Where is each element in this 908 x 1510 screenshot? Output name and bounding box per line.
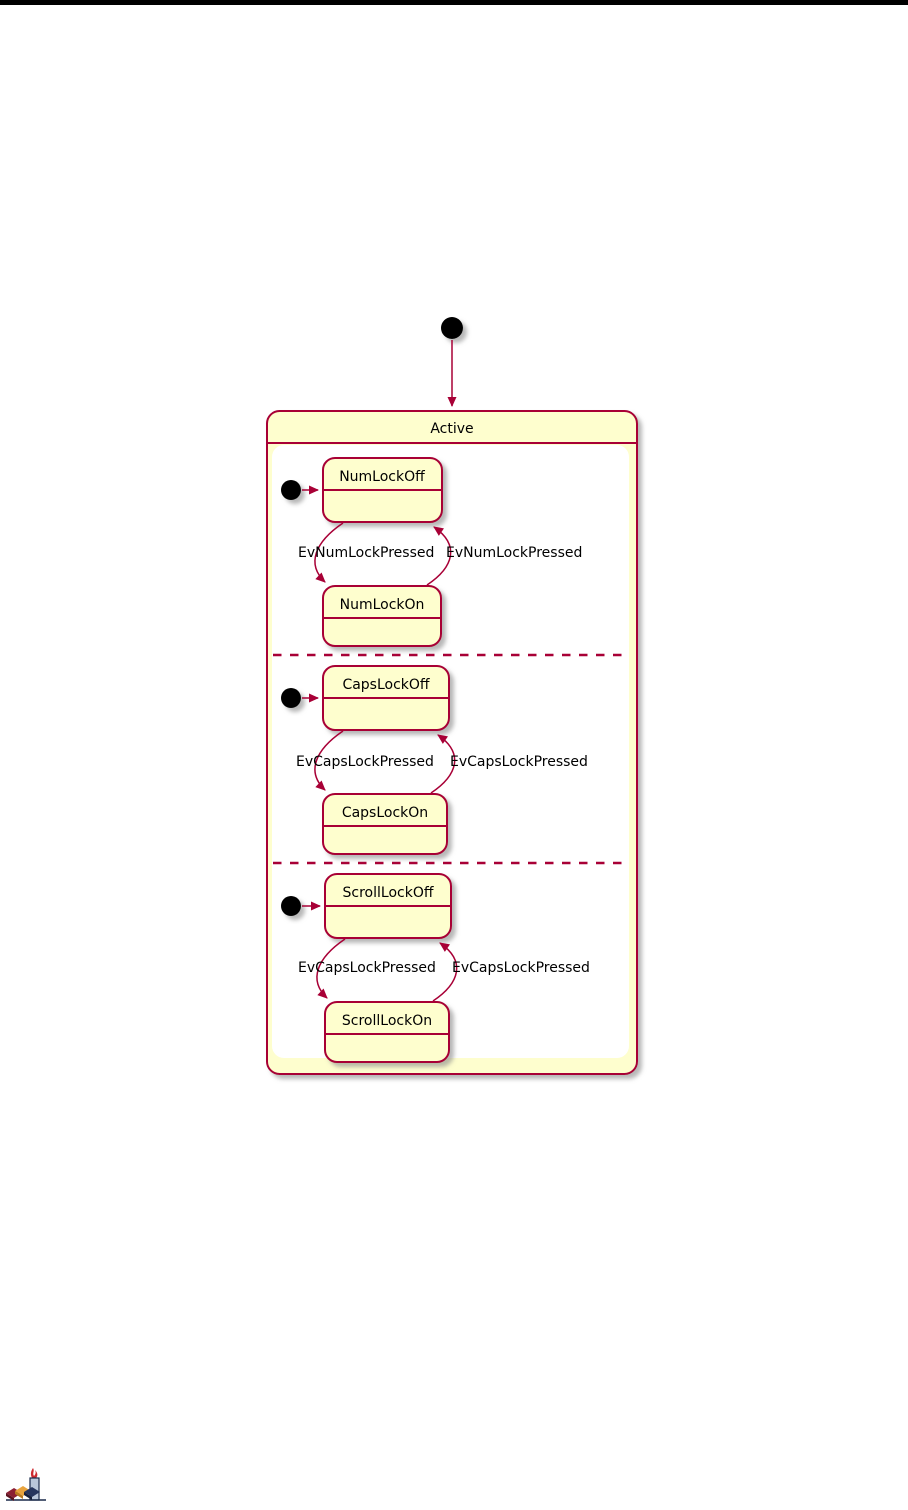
transition-arrow-off-to-on — [314, 730, 344, 791]
state-capslockon: CapsLockOn — [322, 793, 448, 855]
state-capslockoff: CapsLockOff — [322, 665, 450, 731]
transition-arrow-off-to-on — [316, 938, 346, 999]
transition-label: EvCapsLockPressed — [296, 754, 434, 770]
transition-label: EvCapsLockPressed — [450, 754, 588, 770]
state-scrolllockoff: ScrollLockOff — [324, 873, 452, 939]
transition-arrow-off-to-on — [314, 522, 344, 583]
transition-label: EvCapsLockPressed — [452, 960, 590, 976]
initial-state-dot — [281, 896, 301, 916]
transition-label: EvNumLockPressed — [446, 545, 582, 561]
initial-state-dot — [281, 688, 301, 708]
region-capslock: CapsLockOff CapsLockOn EvCapsLockPressed… — [281, 665, 588, 855]
state-numlockon: NumLockOn — [322, 585, 442, 647]
transition-arrow-on-to-off — [426, 526, 452, 586]
state-name: ScrollLockOff — [343, 885, 434, 901]
transition-label: EvNumLockPressed — [298, 545, 434, 561]
state-name: NumLockOff — [339, 469, 425, 485]
top-black-bar — [0, 0, 908, 5]
roof-yellow-side — [15, 1491, 23, 1499]
state-name: CapsLockOff — [342, 677, 429, 693]
state-numlockoff: NumLockOff — [322, 457, 443, 523]
composite-state-title: Active — [430, 421, 473, 437]
transition-arrow-on-to-off — [432, 942, 458, 1002]
plantuml-factory-logo-icon — [6, 1468, 46, 1501]
flame-icon — [30, 1468, 38, 1478]
state-name: ScrollLockOn — [342, 1013, 432, 1029]
roof-red-side — [6, 1493, 14, 1501]
region-scrolllock: ScrollLockOff ScrollLockOn EvCapsLockPre… — [281, 873, 590, 1063]
state-name: CapsLockOn — [342, 805, 428, 821]
transition-label: EvCapsLockPressed — [298, 960, 436, 976]
state-scrolllockon: ScrollLockOn — [324, 1001, 450, 1063]
initial-state-dot — [441, 317, 463, 339]
transition-arrow-on-to-off — [430, 734, 456, 794]
initial-state-dot — [281, 480, 301, 500]
roof-blue-side — [24, 1492, 32, 1500]
state-name: NumLockOn — [340, 597, 425, 613]
region-numlock: NumLockOff NumLockOn EvNumLockPressed Ev… — [281, 457, 582, 647]
